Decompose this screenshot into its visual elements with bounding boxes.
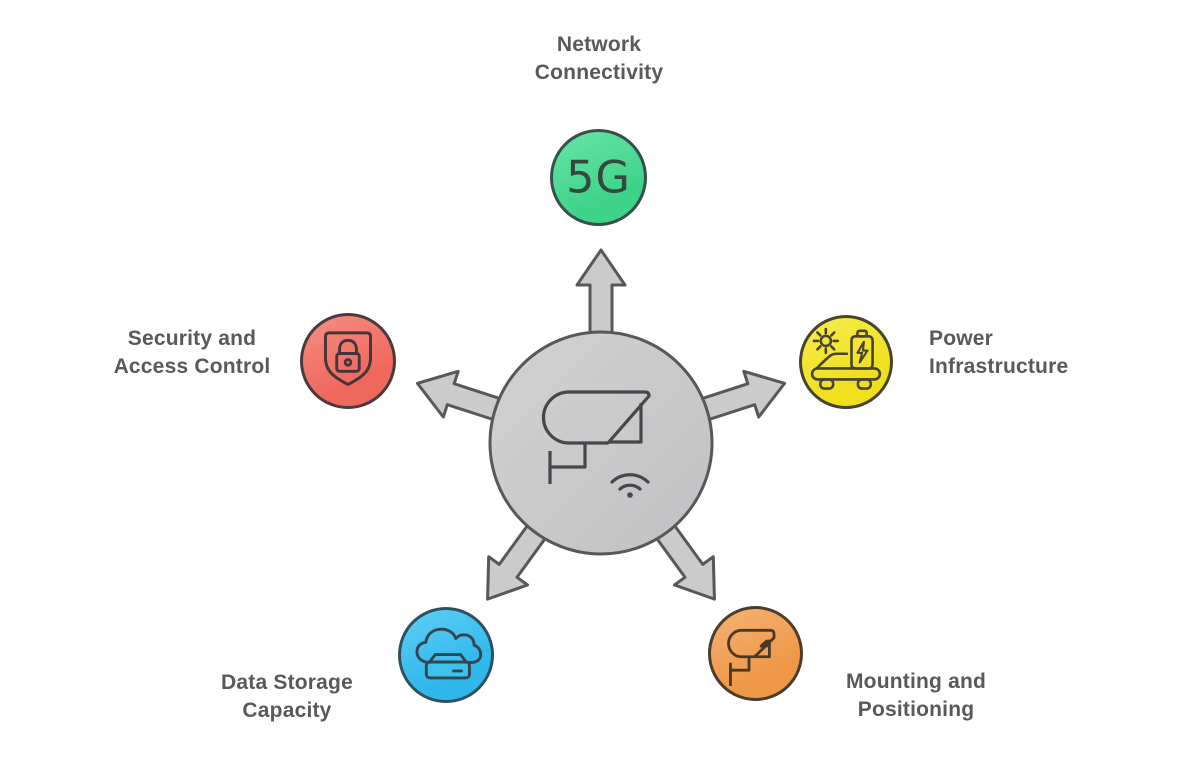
node-mounting-positioning	[708, 606, 803, 701]
label-data-storage-capacity: Data Storage Capacity	[147, 669, 427, 725]
cloud-storage-icon	[415, 627, 483, 680]
center-hub	[415, 248, 787, 601]
node-network-connectivity: 5G	[550, 129, 647, 226]
label-mounting-positioning: Mounting and Positioning	[776, 668, 1056, 724]
label-network-connectivity: Network Connectivity	[459, 31, 739, 87]
arrow-up	[575, 248, 627, 342]
node-power-infrastructure	[799, 315, 893, 409]
label-line: Data Storage	[221, 671, 353, 694]
arrow-upper-left	[415, 369, 508, 424]
mounted-camera-icon	[727, 628, 776, 686]
label-line: Security and	[127, 327, 257, 350]
label-line: Capacity	[242, 699, 332, 722]
wifi-signal-icon	[610, 473, 650, 498]
label-line: Network	[556, 33, 642, 56]
label-line: Connectivity	[534, 61, 664, 84]
node-data-storage-capacity	[398, 607, 494, 703]
label-power-infrastructure: Power Infrastructure	[929, 325, 1068, 381]
arrow-lower-left	[486, 518, 551, 601]
label-line: Power	[929, 327, 994, 350]
ev-car-charging-icon	[810, 327, 882, 390]
5g-badge-icon: 5G	[566, 152, 631, 204]
label-line: Positioning	[857, 698, 975, 721]
label-security-access-control: Security and Access Control	[52, 325, 332, 381]
arrow-upper-right	[694, 369, 787, 424]
arrow-lower-right	[651, 518, 716, 601]
spoke-arrows	[415, 248, 787, 601]
label-line: Mounting and	[845, 670, 987, 693]
node-security-access-control	[300, 313, 396, 409]
5g-text: 5G	[566, 152, 631, 204]
cctv-camera-icon	[541, 390, 651, 484]
label-line: Infrastructure	[929, 355, 1069, 378]
shield-lock-icon	[324, 331, 372, 386]
label-line: Access Control	[113, 355, 271, 378]
